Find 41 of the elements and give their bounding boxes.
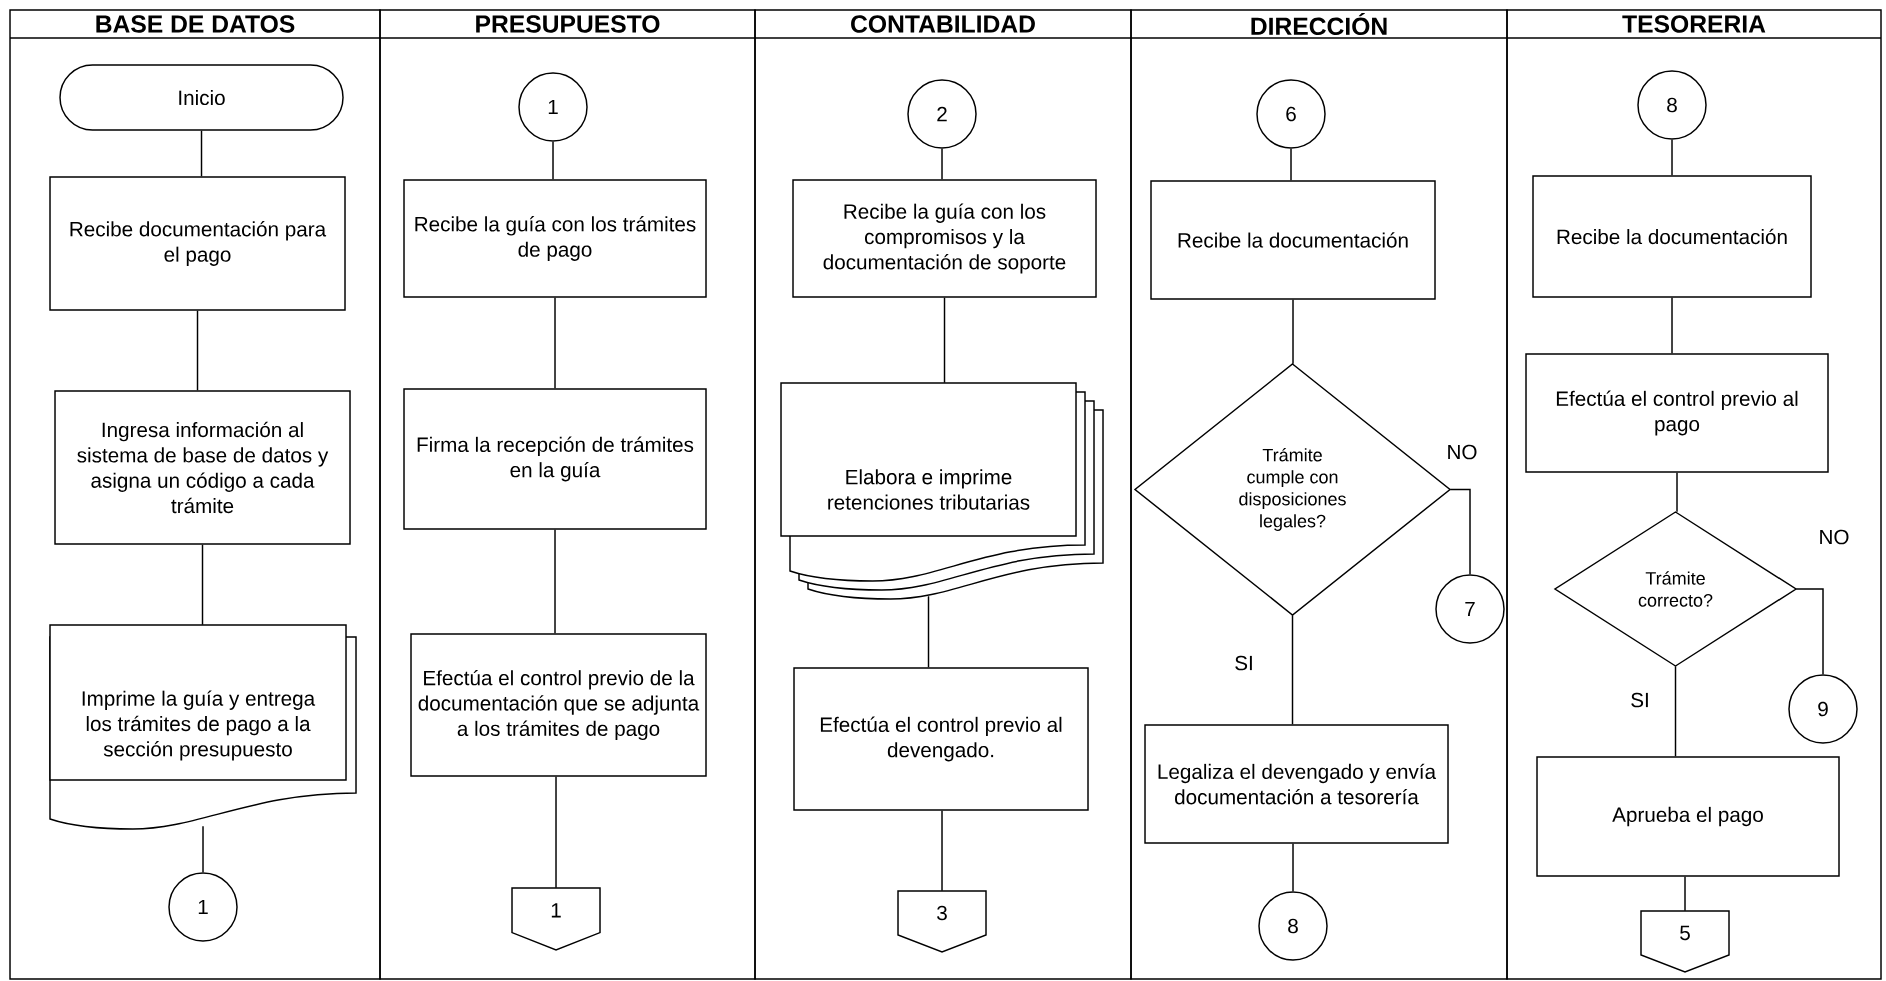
connector-line xyxy=(1671,139,1673,176)
connector-line xyxy=(552,141,554,180)
connector-line xyxy=(1292,299,1294,365)
connector-line xyxy=(1292,843,1294,892)
connector-line xyxy=(554,529,556,634)
process-box: Recibe la documentación xyxy=(1532,175,1812,298)
connector-line xyxy=(1795,588,1824,675)
connector-line xyxy=(941,810,943,892)
process-box: Efectúa el control previo al devengado. xyxy=(793,667,1089,811)
connector-line xyxy=(200,130,203,177)
off-page-connector: 5 xyxy=(1640,910,1730,973)
connector-line xyxy=(1676,472,1678,513)
edge-label: SI xyxy=(1628,691,1652,709)
connector-line xyxy=(1671,297,1673,354)
connector-line xyxy=(943,297,946,384)
connector-line xyxy=(1449,488,1471,575)
connector-line xyxy=(196,310,199,391)
connector-line xyxy=(554,297,556,389)
connector-line xyxy=(941,148,943,180)
process-box: Aprueba el pago xyxy=(1536,756,1840,877)
edge-label: NO xyxy=(1817,528,1851,546)
connector-line xyxy=(927,595,930,668)
process-box: Recibe la guía con los trámites de pago xyxy=(403,179,707,298)
connector-line xyxy=(1674,665,1677,757)
process-box: Recibe la guía con los compromisos y la documentación de soporte xyxy=(792,179,1097,298)
connector-line xyxy=(1291,614,1294,725)
connector-line xyxy=(202,825,204,873)
process-box: Efectúa el control previo de la documentación que se adjunta a los trámites de pago xyxy=(410,633,707,777)
off-page-connector: 1 xyxy=(511,887,601,951)
process-box: Legaliza el devengado y envía documentación a tesorería xyxy=(1144,724,1449,844)
connector-line xyxy=(1290,148,1292,181)
connector-line xyxy=(555,776,557,889)
process-box: Recibe la documentación xyxy=(1150,180,1436,300)
edge-label: SI xyxy=(1232,654,1256,672)
connector-line xyxy=(201,544,204,626)
process-box: Efectúa el control previo al pago xyxy=(1525,353,1829,473)
process-box: Recibe documentación para el pago xyxy=(49,176,346,311)
process-box: Ingresa información al sistema de base de datos y asigna un código a cada trámite xyxy=(54,390,351,545)
off-page-connector: 3 xyxy=(897,890,987,953)
connector-line xyxy=(1684,876,1686,912)
process-box: Firma la recepción de trámites en la guía xyxy=(403,388,707,530)
